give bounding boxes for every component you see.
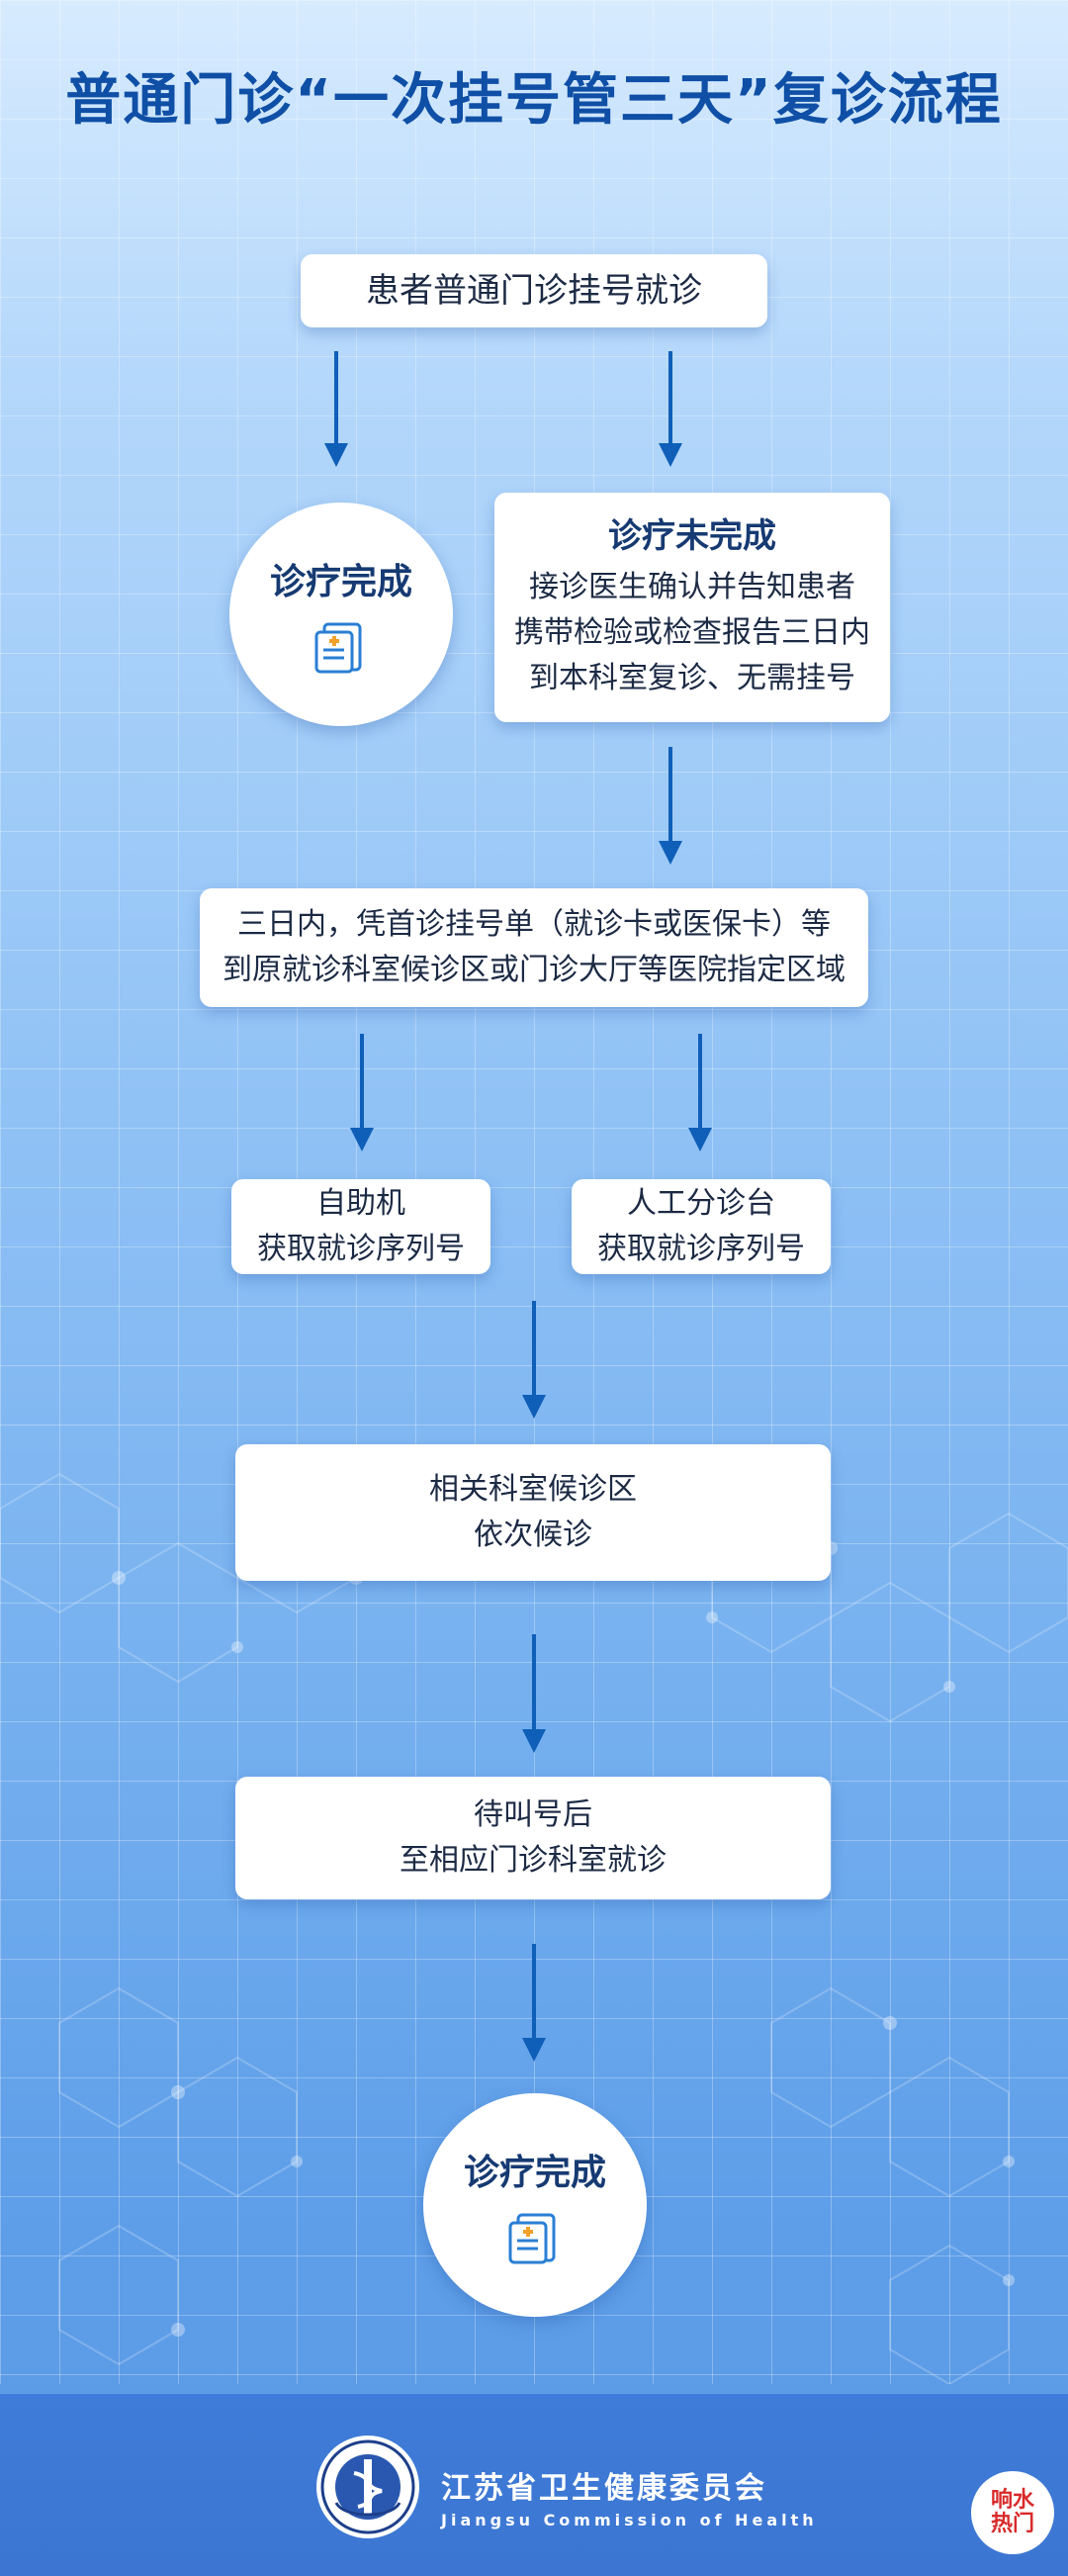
step-incomplete-line-3: 到本科室复诊、无需挂号 (529, 661, 855, 695)
step-manualdesk-line-1: 人工分诊台 (627, 1186, 775, 1221)
page-title: 普通门诊“一次挂号管三天”复诊流程 (65, 68, 1003, 133)
step-aftercall-line-2: 至相应门诊科室就诊 (400, 1843, 667, 1878)
step-selfservice-line-1: 自助机 (316, 1186, 405, 1221)
final-circle-label: 诊疗完成 (463, 2153, 606, 2193)
step-waiting-line-2: 依次候诊 (474, 1518, 592, 1552)
step-selfservice-line-2: 获取就诊序列号 (257, 1232, 465, 1266)
final-circle: 诊疗完成 (423, 2093, 647, 2317)
flow-arrows (324, 351, 712, 2062)
done-circle: 诊疗完成 (229, 503, 453, 726)
medical-record-icon (314, 622, 362, 674)
watermark-badge: 响水 热门 (971, 2471, 1054, 2554)
watermark-line-2: 热门 (990, 2512, 1034, 2536)
done-circle-label: 诊疗完成 (269, 562, 412, 602)
medical-record-icon (508, 2213, 556, 2264)
step-manualdesk-line-2: 获取就诊序列号 (597, 1232, 805, 1266)
step-incomplete-box: 诊疗未完成 接诊医生确认并告知患者 携带检验或检查报告三日内 到本科室复诊、无需… (494, 493, 890, 722)
step-selfservice-box: 自助机 获取就诊序列号 (231, 1179, 490, 1274)
step-threedays-line-2: 到原就诊科室候诊区或门诊大厅等医院指定区域 (222, 953, 846, 987)
step-aftercall-line-1: 待叫号后 (474, 1797, 592, 1832)
watermark-line-1: 响水 (990, 2488, 1034, 2513)
org-name-cn: 江苏省卫生健康委员会 (441, 2471, 767, 2506)
org-name-en: Jiangsu Commission of Health (441, 2511, 818, 2530)
step-incomplete-line-2: 携带检验或检查报告三日内 (514, 615, 870, 650)
step-aftercall-box: 待叫号后 至相应门诊科室就诊 (235, 1777, 831, 1899)
step-waiting-box: 相关科室候诊区 依次候诊 (235, 1444, 831, 1581)
step-threedays-box: 三日内，凭首诊挂号单（就诊卡或医保卡）等 到原就诊科室候诊区或门诊大厅等医院指定… (200, 888, 868, 1007)
step-start-box: 患者普通门诊挂号就诊 (301, 254, 767, 327)
step-manualdesk-box: 人工分诊台 获取就诊序列号 (572, 1179, 831, 1274)
step-incomplete-line-1: 接诊医生确认并告知患者 (529, 570, 855, 604)
step-waiting-line-1: 相关科室候诊区 (429, 1472, 637, 1507)
step-incomplete-heading: 诊疗未完成 (608, 516, 776, 556)
step-start-label: 患者普通门诊挂号就诊 (366, 271, 702, 311)
commission-logo (316, 2436, 419, 2538)
footer-bar (0, 2394, 1068, 2576)
step-threedays-line-1: 三日内，凭首诊挂号单（就诊卡或医保卡）等 (237, 907, 831, 942)
